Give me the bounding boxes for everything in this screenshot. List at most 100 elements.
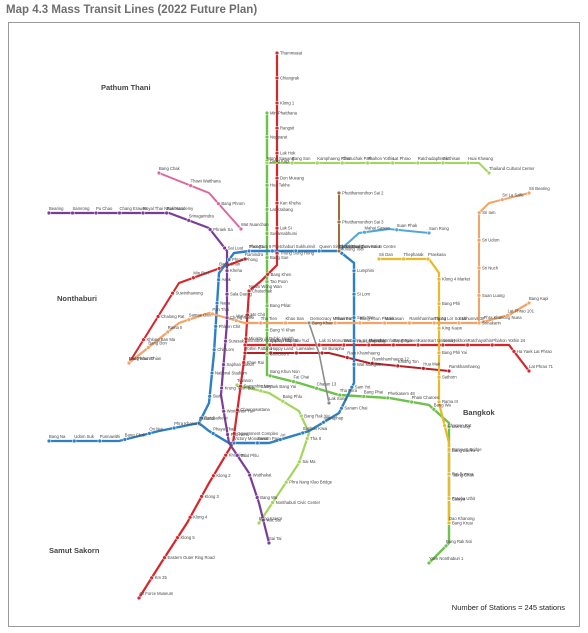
station-marker (319, 350, 325, 356)
station-label: Klong 5 (181, 535, 196, 540)
station-label: Ari (280, 433, 285, 438)
station-marker (164, 210, 169, 216)
station-marker (188, 183, 193, 188)
station-marker (431, 407, 436, 412)
station-marker (446, 368, 452, 374)
station-marker (214, 300, 220, 306)
station-label: Sirindhorn (270, 352, 290, 357)
station-label: Phan Fa (335, 316, 352, 321)
station-marker (223, 339, 228, 344)
station-marker (199, 494, 204, 499)
station-marker (146, 345, 151, 350)
station-marker (243, 336, 249, 341)
orange-line (128, 302, 530, 364)
station-label: Makkasan (385, 316, 405, 321)
station-marker (264, 279, 270, 284)
station-marker (465, 342, 470, 348)
station-marker (436, 375, 442, 380)
station-marker (117, 210, 122, 216)
station-label: Fai Chai (294, 375, 310, 380)
station-label: Ekkamai (199, 416, 215, 421)
station-marker (186, 317, 191, 322)
station-label: Bang Rak Yai (304, 413, 329, 418)
station-label: Wat Nuanchan (241, 222, 269, 227)
station-marker (370, 361, 375, 366)
station-marker (264, 160, 270, 166)
station-label: On Nut (149, 426, 163, 431)
station-label: Chang Erawan (120, 206, 148, 211)
station-marker (500, 197, 505, 202)
station-marker (255, 495, 260, 500)
station-marker (274, 100, 280, 106)
station-label: Ratchathewi (205, 415, 228, 420)
station-label: Saphan Kwai (303, 426, 328, 431)
station-label: Asok (222, 277, 232, 282)
station-label: Sam Rong (429, 226, 449, 231)
station-label: Khlong Toei (342, 246, 364, 251)
station-label: Charoen Rat (448, 423, 473, 428)
station-marker (436, 326, 442, 331)
station-marker (390, 160, 395, 166)
station-marker (196, 420, 202, 426)
station-label: Kasetsart University (418, 338, 456, 343)
station-label: Phetchaburi (272, 244, 294, 249)
station-marker (261, 518, 266, 523)
station-label: Phloen Chit (219, 324, 241, 329)
station-marker (199, 415, 204, 421)
station-marker (426, 230, 432, 236)
station-label: Lamsalee (296, 346, 315, 351)
station-label: Taling Chan (452, 472, 475, 477)
station-marker (149, 575, 154, 580)
station-marker (278, 437, 283, 442)
map-title: Map 4.3 Mass Transit Lines (2022 Future … (6, 4, 258, 16)
station-label: Wongwian Yai (227, 409, 253, 414)
station-label: Bang Krasor (259, 516, 283, 521)
station-marker (339, 406, 344, 411)
station-label: Government Complex (237, 431, 279, 436)
station-marker (255, 440, 260, 446)
station-marker (216, 201, 221, 206)
station-label: Thawi Watthana (191, 179, 222, 184)
station-label: Sri Udom (482, 238, 500, 243)
station-marker (265, 272, 270, 277)
station-label: Wat Phra Sri Mahathat (344, 338, 387, 343)
station-label: Kan Kheha (280, 201, 301, 206)
station-marker (264, 183, 270, 188)
station-marker (224, 292, 230, 297)
station-label: Udom Suk (74, 434, 94, 439)
station-label: Pak Nam (167, 206, 185, 211)
station-label: Bang Khun Thian (129, 356, 162, 361)
station-label: Wat Sai (266, 518, 281, 523)
station-label: Itsaraphap (324, 415, 344, 420)
station-marker (274, 150, 280, 156)
station-label: Sai Tai (269, 536, 282, 541)
station-label: Wutthakat (253, 473, 273, 478)
region-label-bangkok: Bangkok (463, 408, 496, 417)
station-label: Bang Khun Non (270, 369, 300, 374)
region-label-samut-sakorn: Samut Sakorn (49, 546, 100, 555)
station-marker (170, 291, 175, 296)
station-marker (446, 520, 452, 526)
station-marker (224, 268, 230, 273)
station-label: Chong Nonsi (230, 315, 254, 320)
station-marker (526, 190, 532, 196)
station-label: The 11th Infantry Regiment (369, 338, 420, 343)
station-marker (242, 342, 248, 348)
station-label: Talat Phlu (240, 453, 259, 458)
station-marker (314, 386, 319, 391)
station-label: Wong Sawang (267, 156, 295, 161)
station-marker (241, 360, 246, 365)
station-label: Bang Rak Noi (446, 539, 472, 544)
station-label: Sai Luat (228, 245, 244, 250)
station-label: Sri Nuch (482, 265, 499, 270)
station-label: Phrom Phong (232, 257, 258, 262)
station-label: Ramkhamhaeng (449, 364, 480, 369)
station-marker (165, 329, 170, 335)
station-marker (376, 256, 382, 262)
station-label: Tha It (310, 436, 322, 441)
station-marker (351, 362, 357, 367)
station-label: Bang Phlat (270, 303, 291, 308)
station-label: Bang Bua (393, 338, 412, 343)
station-marker (187, 515, 193, 520)
